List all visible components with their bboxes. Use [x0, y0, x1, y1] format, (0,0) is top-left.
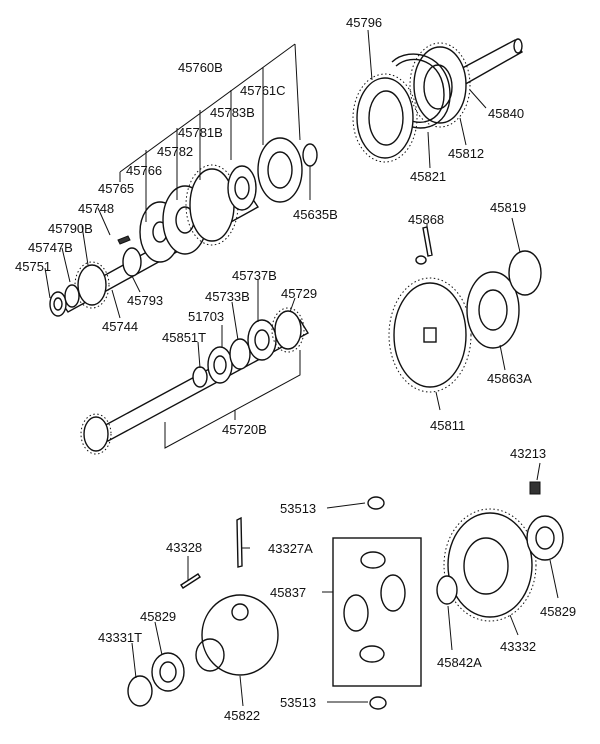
label-45863A: 45863A	[487, 371, 532, 386]
label-45837: 45837	[270, 585, 306, 600]
label-53513-bottom: 53513	[280, 695, 316, 710]
label-43331T: 43331T	[98, 630, 142, 645]
transfer-shaft-assembly	[80, 307, 309, 455]
part-number-labels: 45796 45840 45812 45821 45760B 45761C 45…	[15, 15, 576, 723]
label-45793: 45793	[127, 293, 163, 308]
label-43327A: 43327A	[268, 541, 313, 556]
label-43332: 43332	[500, 639, 536, 654]
label-45829-right: 45829	[540, 604, 576, 619]
label-43213: 43213	[510, 446, 546, 461]
label-45737B: 45737B	[232, 268, 277, 283]
label-45822: 45822	[224, 708, 260, 723]
label-53513-top: 53513	[280, 501, 316, 516]
label-45868: 45868	[408, 212, 444, 227]
label-45751: 45751	[15, 259, 51, 274]
label-45811: 45811	[430, 418, 465, 433]
label-45733B: 45733B	[205, 289, 250, 304]
label-45851T: 45851T	[162, 330, 206, 345]
label-45819: 45819	[490, 200, 526, 215]
idler-gear-assembly	[388, 226, 542, 393]
label-45782: 45782	[157, 144, 193, 159]
label-45781B: 45781B	[178, 125, 223, 140]
output-gear-assembly	[352, 38, 523, 163]
label-45829-left: 45829	[140, 609, 176, 624]
label-45790B: 45790B	[48, 221, 93, 236]
differential-assembly	[127, 481, 564, 710]
label-45783B: 45783B	[210, 105, 255, 120]
label-45796: 45796	[346, 15, 382, 30]
label-45761C: 45761C	[240, 83, 286, 98]
label-45747B: 45747B	[28, 240, 73, 255]
label-51703: 51703	[188, 309, 224, 324]
label-45760B: 45760B	[178, 60, 223, 75]
label-45748: 45748	[78, 201, 114, 216]
leader-lines	[44, 29, 559, 707]
label-45744: 45744	[102, 319, 138, 334]
label-45842A: 45842A	[437, 655, 482, 670]
label-45635B: 45635B	[293, 207, 338, 222]
label-45720B: 45720B	[222, 422, 267, 437]
label-45812: 45812	[448, 146, 484, 161]
label-45729: 45729	[281, 286, 317, 301]
label-45840: 45840	[488, 106, 524, 121]
drive-pinion-assembly	[49, 137, 318, 317]
label-45765: 45765	[98, 181, 134, 196]
label-45821: 45821	[410, 169, 446, 184]
label-43328: 43328	[166, 540, 202, 555]
label-45766: 45766	[126, 163, 162, 178]
